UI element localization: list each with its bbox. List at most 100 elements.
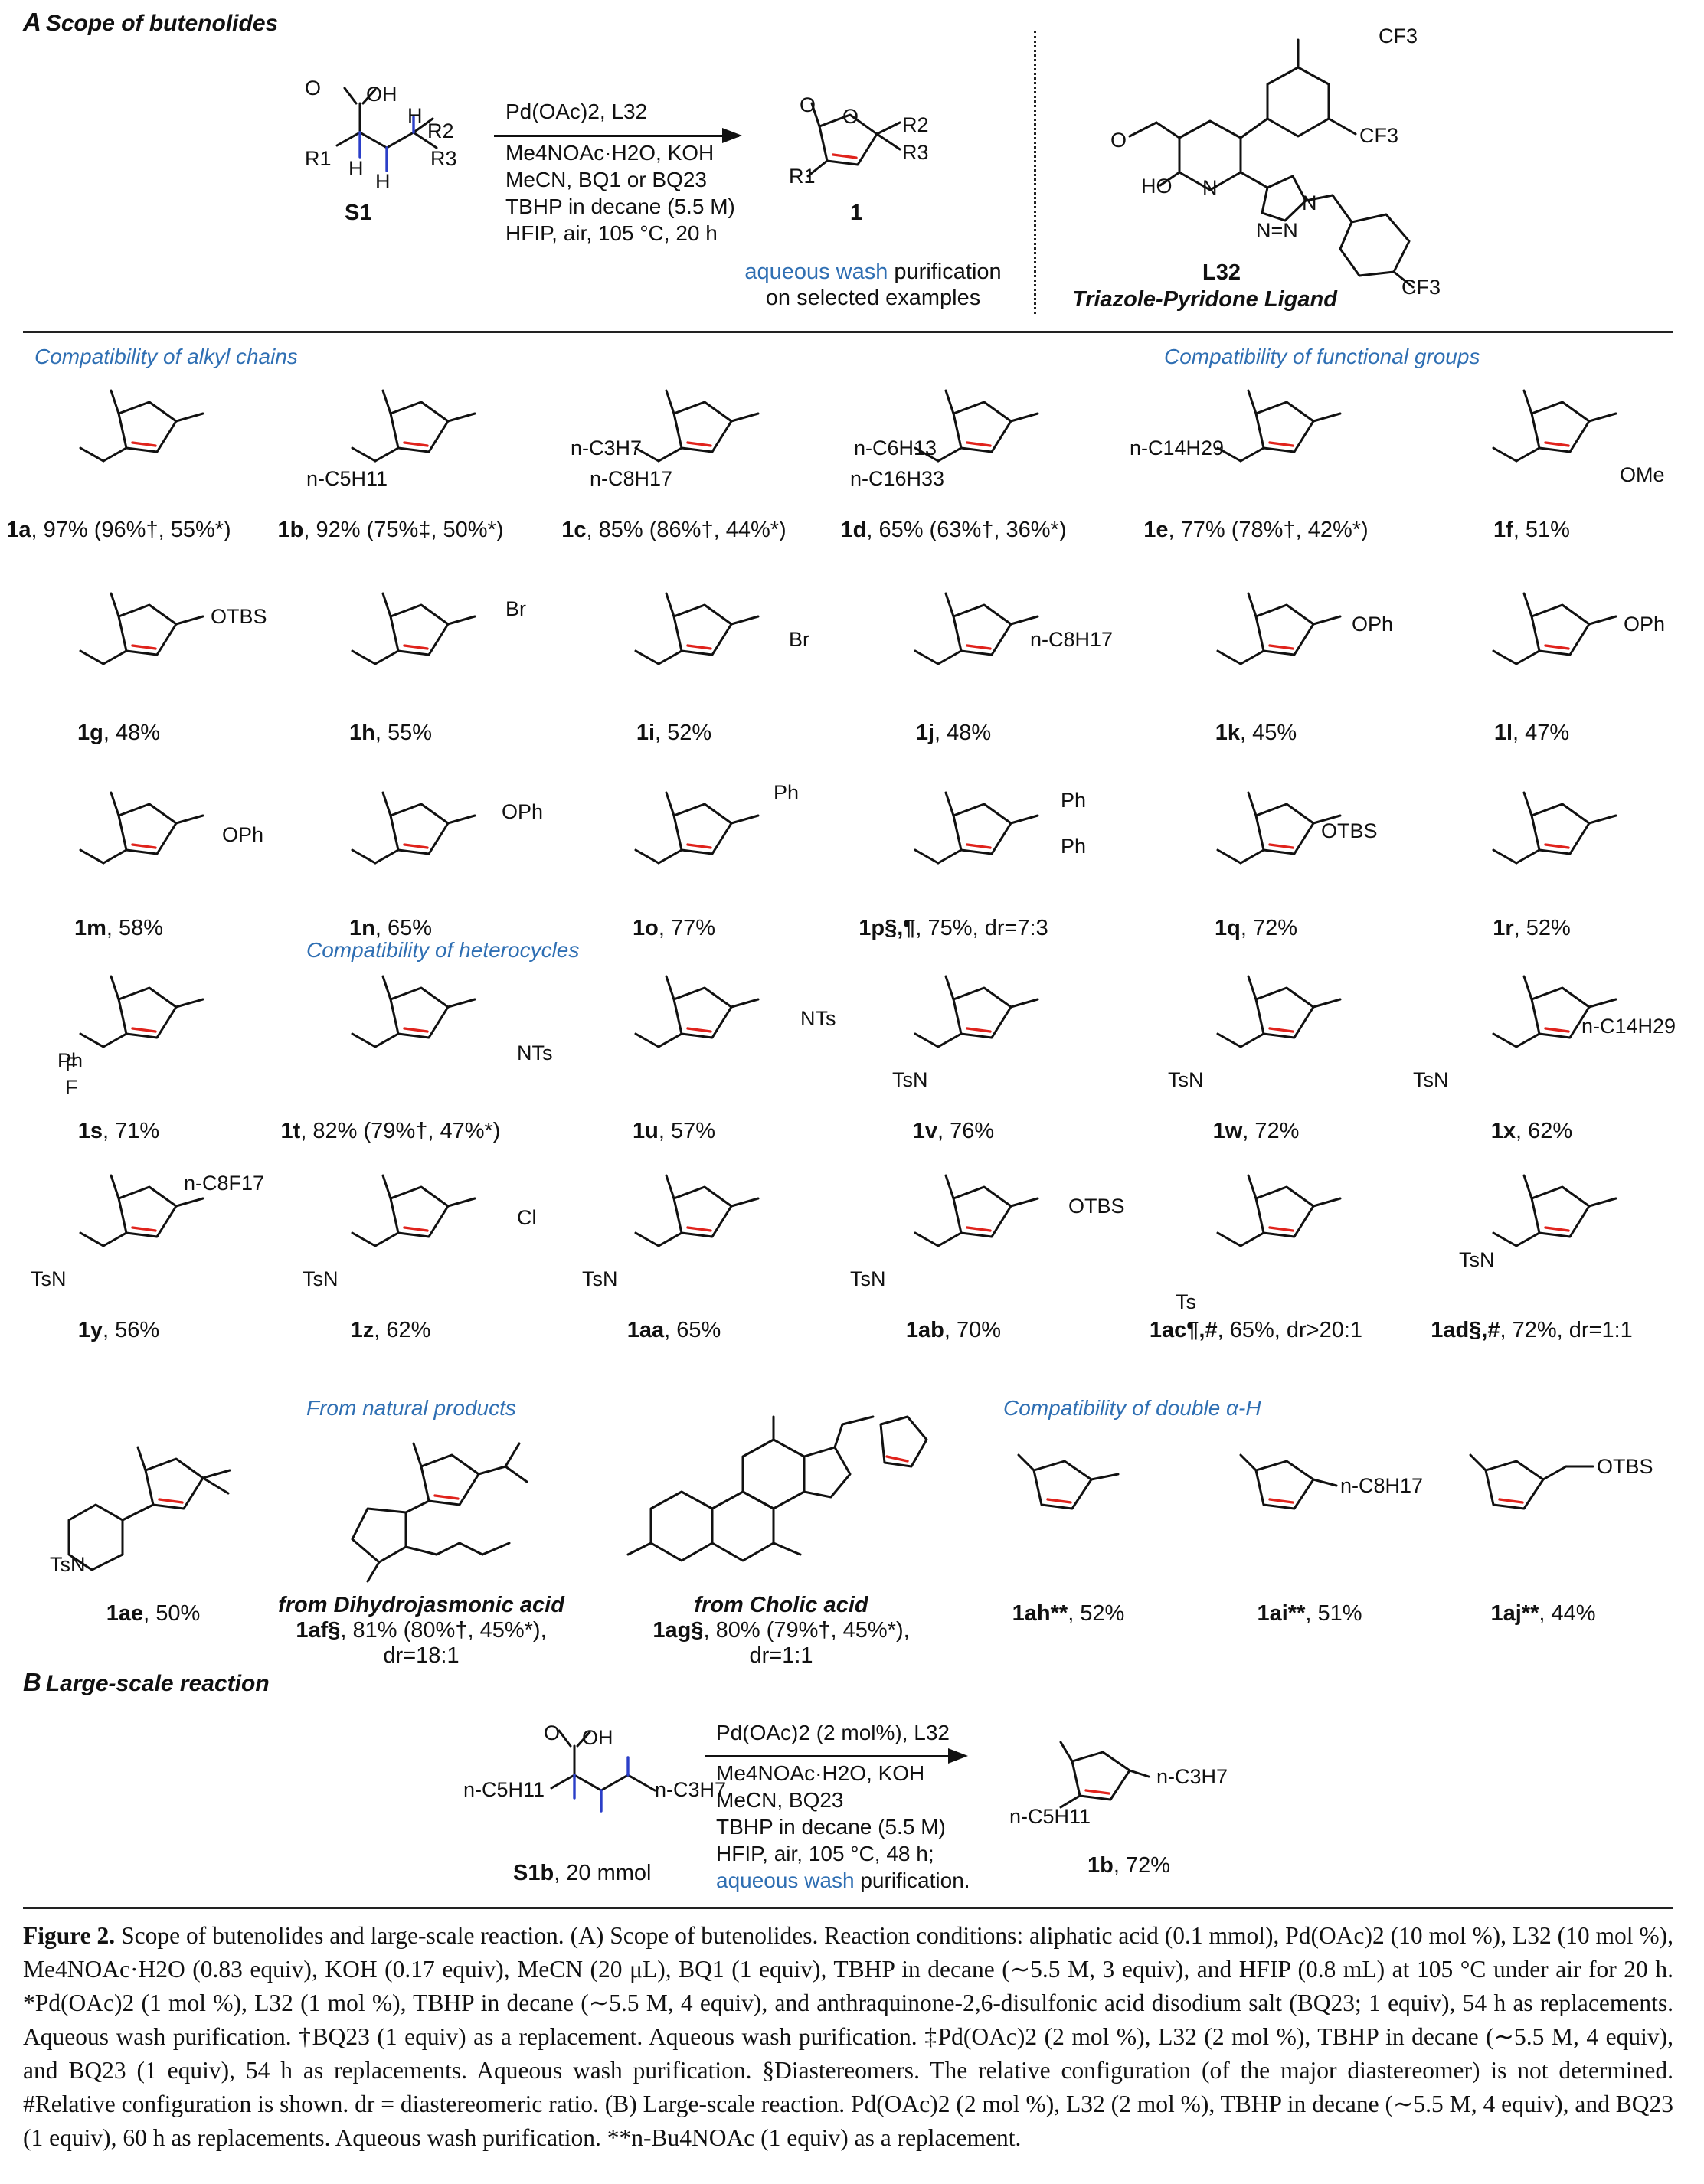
conditions-b-line6: aqueous wash purification. (716, 1867, 970, 1894)
substituent-label: Ph (1061, 789, 1087, 812)
category-heterocycles: Compatibility of heterocycles (306, 938, 580, 962)
s1-r2-label: R2 (427, 119, 454, 142)
substituent-label: OTBS (1321, 819, 1378, 842)
structure-1c (634, 389, 760, 463)
label-1n: 1n, 65% (245, 915, 536, 941)
conditions-b-line1: Pd(OAc)2 (2 mol%), L32 (716, 1721, 950, 1744)
compound-yield: , 56% (103, 1318, 160, 1342)
compound-id: 1ad§,# (1431, 1318, 1500, 1342)
category-natural: From natural products (306, 1396, 516, 1420)
conditions-b-aqueous: aqueous wash (716, 1868, 855, 1892)
conditions-a-line5: HFIP, air, 105 °C, 20 h (505, 221, 718, 245)
compound-yield: , 48% (103, 721, 160, 745)
structure-1u (634, 975, 760, 1048)
substituent-label: F (65, 1053, 78, 1076)
structure-1ae (67, 1446, 231, 1571)
compound-id: 1l (1493, 721, 1513, 745)
structure-1ag (626, 1415, 928, 1562)
compound-yield: , 52% (655, 721, 712, 745)
ligand-label: L32 (1202, 260, 1241, 285)
structure-1t (351, 975, 476, 1048)
structure-1d (914, 389, 1039, 463)
label-1s: 1s, 71% (0, 1118, 264, 1144)
compound-id: 1q (1214, 916, 1241, 940)
substituent-label: TsN (582, 1267, 618, 1290)
structure-1w (1216, 975, 1342, 1048)
caption-figure-number: Figure 2. (23, 1922, 116, 1949)
s1b-label: S1b, 20 mmol (513, 1861, 652, 1886)
caption-divider (23, 1907, 1673, 1909)
structure-1ah (1017, 1453, 1120, 1510)
conditions-a-line4: TBHP in decane (5.5 M) (505, 195, 735, 218)
label-1g: 1g, 48% (0, 720, 264, 746)
compound-yield: , 57% (658, 1119, 715, 1143)
aqueous-wash-note: aqueous wash purification on selected ex… (720, 259, 1026, 311)
product-1b-structure (1059, 1741, 1150, 1809)
label-1k: 1k, 45% (1110, 720, 1401, 746)
conditions-a-line3: MeCN, BQ1 or BQ23 (505, 168, 707, 191)
conditions-b-line5: HFIP, air, 105 °C, 48 h; (716, 1842, 934, 1865)
1b-c5h11: n-C5H11 (1009, 1805, 1091, 1828)
label-1ai-yield: , 51% (1305, 1601, 1362, 1626)
compound-yield: , 65% (664, 1318, 721, 1342)
label-1y: 1y, 56% (0, 1317, 264, 1343)
substituent-label: TsN (850, 1267, 886, 1290)
substituent-label: n-C8F17 (184, 1172, 265, 1195)
compound-id: 1e (1143, 518, 1169, 542)
substrate-s1-label: S1 (345, 201, 372, 225)
product-1-label: 1 (850, 201, 863, 225)
compound-yield: , 62% (1516, 1119, 1573, 1143)
structure-1af (351, 1442, 528, 1583)
section-a-letter: A (23, 8, 41, 36)
label-1ah-id: 1ah** (1012, 1601, 1068, 1626)
label-1ah-yield: , 52% (1068, 1601, 1125, 1626)
compound-id: 1o (632, 916, 659, 940)
substituent-label: F (65, 1076, 78, 1099)
substituent-label: OTBS (211, 605, 267, 628)
structure-1ab (914, 1174, 1039, 1247)
label-1l: 1l, 47% (1386, 720, 1677, 746)
structure-1q (1216, 791, 1342, 865)
aqueous-wash-blue: aqueous wash (744, 260, 888, 284)
aqueous-wash-line2: on selected examples (765, 286, 981, 310)
substituent-label: TsN (303, 1267, 339, 1290)
label-1ae-id: 1ae (106, 1601, 144, 1626)
ligand-triazole-n3: N=N (1256, 219, 1298, 242)
s1-oh-label: OH (366, 83, 397, 106)
label-1b: 1b, 92% (75%‡, 50%*) (245, 517, 536, 543)
substituent-label: Cl (517, 1206, 537, 1229)
label-1i: 1i, 52% (528, 720, 819, 746)
label-1aa: 1aa, 65% (528, 1317, 819, 1343)
section-b-letter: B (23, 1668, 41, 1696)
1ae-tsn: TsN (50, 1553, 86, 1576)
label-1af-yield: , 81% (80%†, 45%*), (340, 1618, 547, 1643)
structure-1e (1216, 389, 1342, 463)
ligand-pyridine-n: N (1202, 176, 1218, 199)
structure-1r (1492, 791, 1617, 865)
label-1ah: 1ah**, 52% (923, 1600, 1214, 1627)
structure-1aa (634, 1174, 760, 1247)
substituent-label: n-C5H11 (306, 467, 388, 490)
substituent-label: n-C14H29 (1581, 1015, 1676, 1038)
label-1w: 1w, 72% (1110, 1118, 1401, 1144)
s1-h-top: H (407, 104, 423, 127)
structure-1x (1492, 975, 1617, 1048)
substrate-s1-structure (335, 87, 438, 172)
structure-1h (351, 592, 476, 665)
label-1o: 1o, 77% (528, 915, 819, 941)
substituent-label: TsN (892, 1068, 928, 1091)
substituent-label: NTs (517, 1041, 553, 1064)
compound-yield: , 72% (1240, 916, 1297, 940)
structure-1b (351, 389, 476, 463)
substituent-label: Ph (57, 1049, 83, 1072)
compound-yield: , 47% (1513, 721, 1570, 745)
compound-yield: , 48% (934, 721, 992, 745)
label-1ab: 1ab, 70% (808, 1317, 1099, 1343)
structure-1p (914, 791, 1039, 865)
conditions-b-line2: Me4NOAc·H2O, KOH (716, 1761, 925, 1785)
label-1af: from Dihydrojasmonic acid 1af§, 81% (80%… (268, 1593, 574, 1669)
label-1f: 1f, 51% (1386, 517, 1677, 543)
substituent-label: Ph (774, 781, 800, 804)
substituent-label: n-C16H33 (850, 467, 945, 490)
